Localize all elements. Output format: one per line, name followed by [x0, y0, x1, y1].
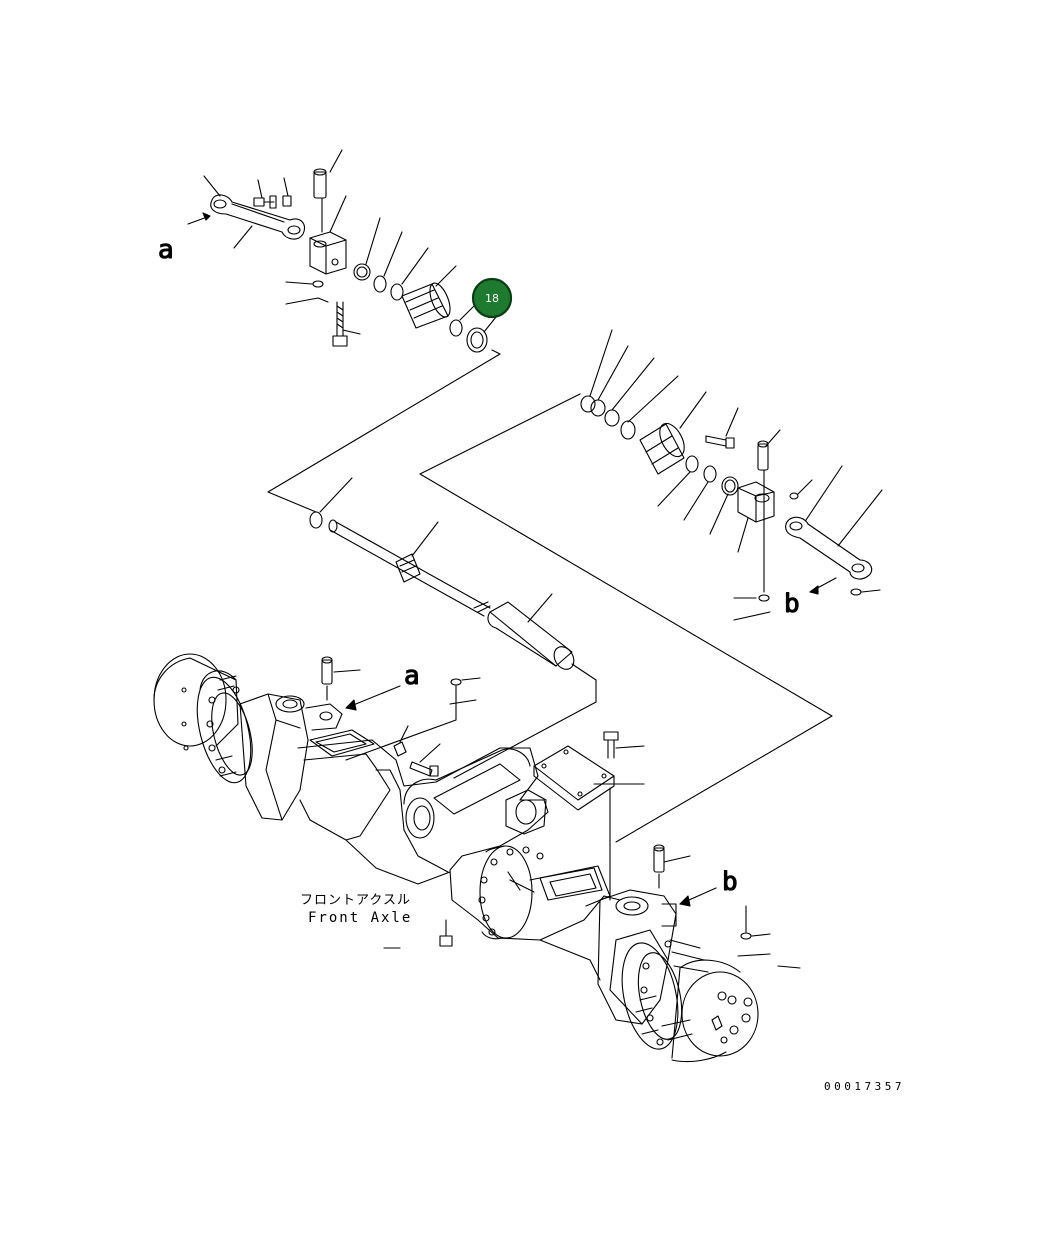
snap-ring-2[interactable]	[590, 399, 606, 417]
sleeve[interactable]	[487, 601, 578, 673]
washer-top-left[interactable]	[312, 280, 324, 288]
leader-line	[797, 479, 813, 495]
front-axle-label-en: Front Axle	[308, 910, 412, 926]
leader-line	[383, 231, 403, 277]
leader-line	[333, 669, 361, 673]
leader-line	[345, 685, 457, 761]
leader-line	[461, 677, 481, 681]
leader-line	[527, 593, 553, 623]
leader-line	[725, 407, 739, 437]
king-pin-top-left[interactable]	[313, 168, 327, 199]
king-pin-axle-left[interactable]	[321, 656, 333, 685]
bolt-axle-mid-1[interactable]	[393, 741, 407, 757]
washer-axle-top[interactable]	[450, 678, 462, 686]
ref-label-b-lower: b	[722, 867, 738, 897]
leader-line	[657, 471, 729, 535]
leader-lines-top-left	[187, 175, 289, 249]
routing-line-left	[267, 349, 501, 513]
leader-line	[737, 953, 771, 957]
leader-line	[751, 933, 771, 937]
leader-line	[399, 725, 409, 743]
seal-ring-1[interactable]	[353, 263, 371, 281]
leader-line	[777, 965, 801, 969]
leader-line	[342, 329, 361, 335]
leader-line	[615, 745, 645, 749]
routing-line-center	[453, 663, 597, 779]
leader-lines-right-rings	[589, 329, 679, 423]
callout-18[interactable]: 18	[471, 277, 513, 319]
leader-line	[765, 429, 781, 447]
grease-fitting-top-left[interactable]	[253, 195, 292, 209]
leader-line	[733, 611, 771, 621]
steering-arm-left[interactable]	[210, 194, 306, 240]
ref-label-b-right: b	[784, 589, 800, 619]
leader-line	[737, 517, 749, 553]
leader-line	[319, 477, 353, 513]
o-ring-7[interactable]	[703, 465, 717, 483]
leader-line	[329, 149, 343, 173]
bolt-right[interactable]	[705, 435, 735, 449]
leader-line	[411, 521, 439, 557]
drain-plug[interactable]	[439, 919, 453, 947]
o-ring-shaft[interactable]	[309, 511, 323, 529]
bolt-top-left[interactable]	[332, 301, 348, 347]
o-ring-4[interactable]	[604, 409, 620, 427]
routing-line-right	[419, 393, 833, 843]
bolt-axle-mid-2[interactable]	[409, 761, 439, 777]
seal-ring-right[interactable]	[721, 476, 739, 496]
leader-line	[285, 281, 313, 285]
leader-line	[435, 265, 457, 287]
leader-line	[861, 589, 881, 593]
ref-label-a-top: a	[158, 235, 174, 265]
front-axle-assembly[interactable]	[153, 653, 759, 1063]
bushing-right[interactable]	[639, 419, 689, 475]
leader-line	[401, 247, 429, 285]
front-axle-label-jp: フロントアクスル	[300, 893, 411, 908]
callout-18-number: 18	[485, 292, 499, 305]
bushing-top[interactable]	[401, 280, 454, 329]
o-ring-6[interactable]	[685, 455, 699, 473]
pivot-bracket-right[interactable]	[737, 481, 775, 523]
o-ring-1[interactable]	[373, 275, 387, 293]
washer-axle-right[interactable]	[740, 932, 752, 940]
steering-arm-right[interactable]	[785, 516, 873, 580]
drawing-number: 00017357	[824, 1080, 905, 1093]
king-pin-axle-right[interactable]	[653, 844, 665, 873]
washer-right-bottom[interactable]	[850, 588, 862, 596]
leader-line	[419, 743, 441, 763]
leader-line	[805, 465, 883, 547]
arrow-head	[809, 585, 819, 595]
snap-ring-1[interactable]	[580, 395, 596, 413]
leader-line	[663, 855, 691, 863]
steering-shaft[interactable]	[328, 519, 491, 617]
ref-label-a-mid: a	[404, 661, 420, 691]
pivot-bracket-left[interactable]	[309, 231, 347, 275]
o-ring-3[interactable]	[449, 319, 463, 337]
o-ring-5[interactable]	[620, 420, 636, 440]
arrow-head	[345, 699, 357, 711]
leader-line	[329, 195, 347, 233]
leader-line	[365, 217, 381, 265]
arrow-head	[679, 895, 691, 907]
leader-line	[679, 391, 707, 429]
leader-line	[449, 699, 477, 705]
cover-plate[interactable]	[533, 745, 615, 811]
bolt-cover[interactable]	[603, 731, 619, 759]
o-ring-2[interactable]	[390, 283, 404, 301]
leader-line	[285, 297, 329, 305]
washer-right-mid[interactable]	[758, 594, 770, 602]
washer-right-top[interactable]	[789, 492, 799, 500]
dust-seal-18[interactable]	[466, 327, 488, 353]
